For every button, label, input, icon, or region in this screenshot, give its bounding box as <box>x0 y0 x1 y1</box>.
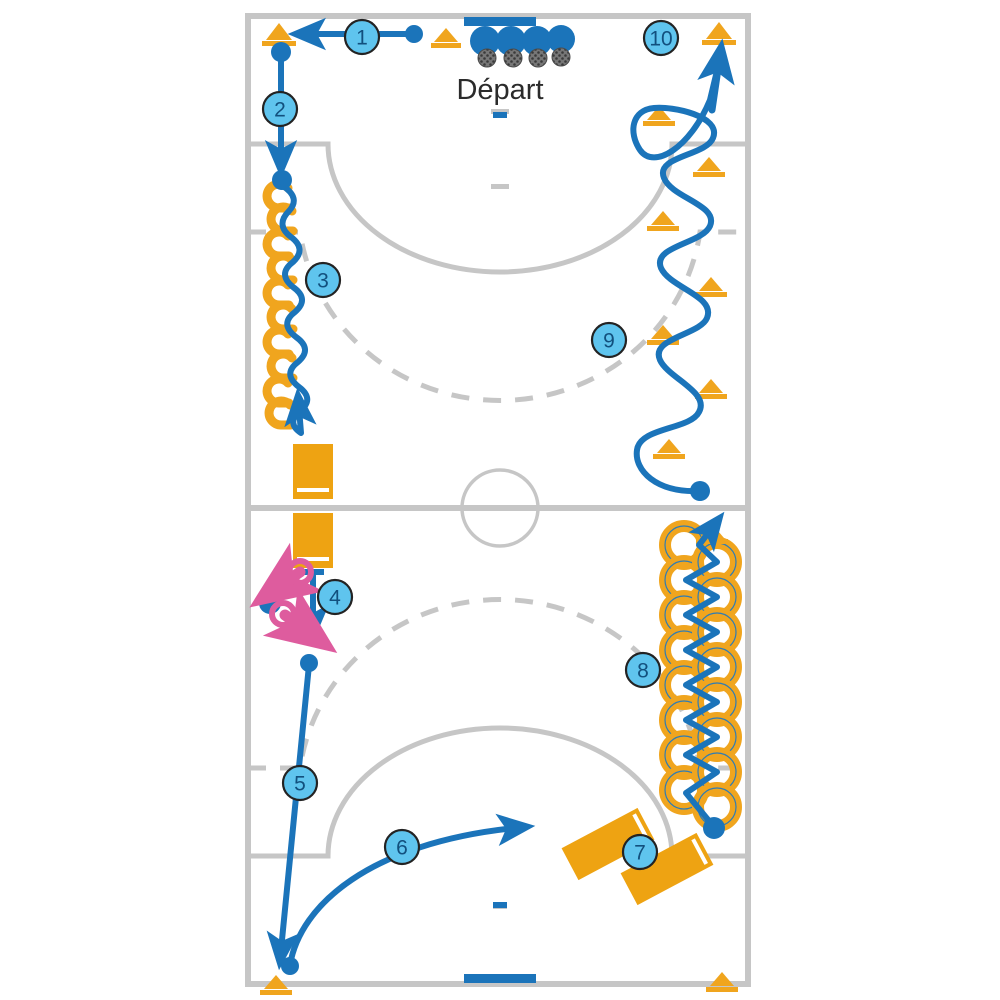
player-dot <box>522 26 552 56</box>
pass-arrows <box>249 542 338 653</box>
handball-icon <box>528 48 548 68</box>
cone-icon <box>653 439 685 459</box>
station-badge-label: 3 <box>317 270 329 293</box>
handball-icon <box>503 48 523 68</box>
station-badge-7[interactable]: 7 <box>621 833 659 871</box>
cone-icon <box>693 157 725 177</box>
station-badge-label: 5 <box>294 773 306 796</box>
cone-icon <box>431 28 461 48</box>
cone-icon <box>260 975 292 995</box>
station-badge-9[interactable]: 9 <box>590 321 628 359</box>
station-badge-label: 10 <box>649 28 672 51</box>
goal-top <box>464 17 536 26</box>
cone-icon <box>647 211 679 231</box>
station-badge-10[interactable]: 10 <box>642 19 680 57</box>
path-3 <box>279 183 317 436</box>
station-badge-label: 9 <box>603 330 615 353</box>
cone-icon <box>706 972 738 992</box>
station-badge-1[interactable]: 1 <box>343 18 381 56</box>
pass-outgoing <box>262 587 338 653</box>
start-group: Départ <box>456 25 575 106</box>
cone-icon <box>695 277 727 297</box>
path-6 <box>287 813 536 968</box>
ball-symbol-icon <box>286 558 314 586</box>
station-badge-label: 1 <box>356 27 368 50</box>
station-badge-2[interactable]: 2 <box>261 90 299 128</box>
station-badge-label: 6 <box>396 837 408 860</box>
equipment-hurdles <box>561 807 714 906</box>
cone-icon <box>643 106 675 126</box>
handball-icon <box>551 47 571 67</box>
path-8 <box>683 511 725 830</box>
station-badge-label: 7 <box>634 842 646 865</box>
path-9 <box>630 72 719 495</box>
cone-icon <box>695 379 727 399</box>
station-badge-label: 8 <box>637 660 649 683</box>
depart-label: Départ <box>456 74 543 106</box>
path-5 <box>266 662 312 971</box>
ball-symbol-icon <box>269 600 297 628</box>
station-badge-label: 4 <box>329 587 341 610</box>
player-dot <box>496 26 526 56</box>
player-dot <box>470 26 500 56</box>
mat-upper <box>293 444 333 499</box>
station-badge-4[interactable]: 4 <box>316 578 354 616</box>
path-10 <box>697 38 735 114</box>
station-badge-5[interactable]: 5 <box>281 764 319 802</box>
station-badges: 1 2 3 4 5 6 7 <box>261 18 680 871</box>
handball-icon <box>477 48 497 68</box>
station-badge-6[interactable]: 6 <box>383 828 421 866</box>
station-badge-3[interactable]: 3 <box>304 261 342 299</box>
goal-bottom <box>464 974 536 983</box>
station-badge-8[interactable]: 8 <box>624 651 662 689</box>
player-dot <box>547 25 575 53</box>
station-badge-label: 2 <box>274 99 286 122</box>
